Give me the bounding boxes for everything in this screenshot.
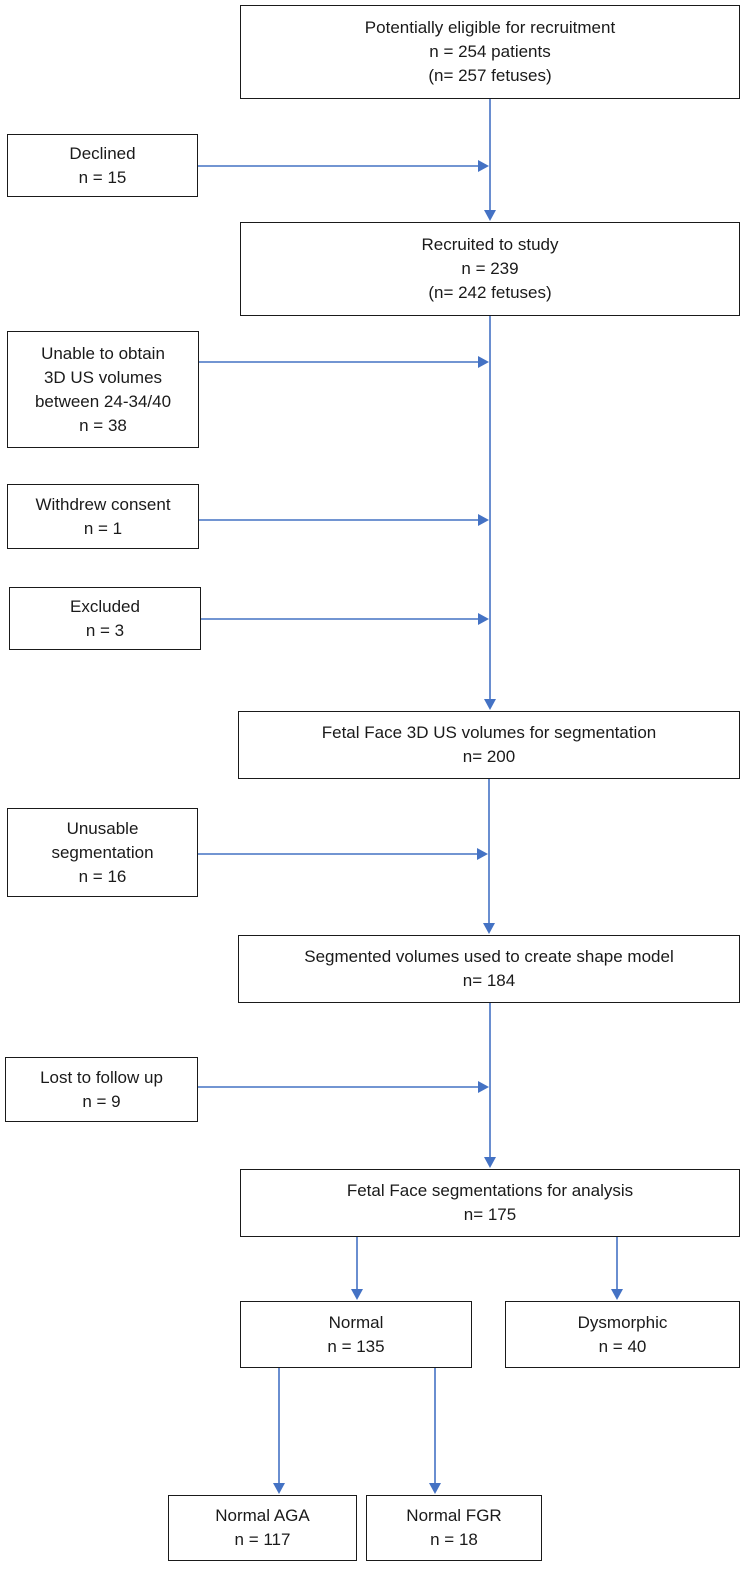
box-line: Normal AGA (215, 1506, 310, 1525)
arrowhead-b4 (478, 356, 489, 368)
box-line: Normal (328, 1312, 384, 1332)
box-line: Segmented volumes used to create shape m… (304, 947, 674, 966)
box-line: segmentation (51, 842, 154, 862)
box-line: Potentially eligible for recruitment (364, 18, 616, 37)
box-line: n = 40 (598, 1336, 647, 1356)
box-normal-aga: Normal AGA n = 117 (168, 1495, 357, 1561)
box-line: Normal FGR (406, 1506, 502, 1525)
box-line: Dysmorphic (577, 1312, 668, 1332)
box-dysmorphic: Dysmorphic n = 40 (505, 1301, 740, 1368)
box-line: n = 1 (83, 518, 123, 538)
box-unable-to-obtain: Unable to obtain 3D US volumes between 2… (7, 331, 199, 448)
arrowhead-b5 (478, 514, 489, 526)
box-volumes-for-segmentation: Fetal Face 3D US volumes for segmentatio… (238, 711, 740, 779)
box-line: Fetal Face 3D US volumes for segmentatio… (321, 723, 657, 742)
box-line: n = 18 (430, 1530, 478, 1549)
box-line: between 24-34/40 (34, 391, 172, 411)
box-line: n= 200 (462, 747, 516, 766)
box-line: Excluded (70, 596, 140, 616)
arrowhead-b2 (478, 160, 489, 172)
arrowhead-b11 (484, 1157, 496, 1168)
box-line: n = 9 (82, 1091, 121, 1111)
box-line: Withdrew consent (35, 494, 171, 514)
arrowhead-b3 (484, 210, 496, 221)
box-line: Lost to follow up (40, 1067, 163, 1087)
arrowhead-b8 (477, 848, 488, 860)
box-line: n= 175 (463, 1205, 517, 1224)
arrowhead-b14 (273, 1483, 285, 1494)
arrowhead-b7 (484, 699, 496, 710)
box-unusable-segmentation: Unusable segmentation n = 16 (7, 808, 198, 897)
box-line: n = 117 (234, 1530, 291, 1549)
box-line: Recruited to study (421, 235, 559, 254)
box-line: n = 135 (327, 1336, 385, 1356)
box-segmentations-for-analysis: Fetal Face segmentations for analysis n=… (240, 1169, 740, 1237)
box-declined: Declined n = 15 (7, 134, 198, 197)
arrowhead-b6 (478, 613, 489, 625)
arrowhead-b10 (478, 1081, 489, 1093)
box-lost-to-follow-up: Lost to follow up n = 9 (5, 1057, 198, 1122)
box-line: n = 15 (78, 167, 127, 187)
box-line: n = 3 (85, 620, 125, 640)
arrowhead-b9 (483, 923, 495, 934)
box-line: 3D US volumes (43, 367, 163, 387)
box-line: Fetal Face segmentations for analysis (346, 1181, 634, 1200)
box-withdrew-consent: Withdrew consent n = 1 (7, 484, 199, 549)
box-line: n = 16 (78, 866, 127, 886)
box-recruited: Recruited to study n = 239 (n= 242 fetus… (240, 222, 740, 316)
box-line: Unusable (66, 818, 139, 838)
arrowhead-b15 (429, 1483, 441, 1494)
box-normal-fgr: Normal FGR n = 18 (366, 1495, 542, 1561)
box-line: Declined (69, 143, 136, 163)
box-line: n = 38 (79, 415, 127, 435)
box-line: (n= 242 fetuses) (428, 283, 552, 302)
arrowhead-b12 (351, 1289, 363, 1300)
box-line: n = 254 patients (429, 42, 551, 61)
box-line: n= 184 (462, 971, 516, 990)
box-line: n = 239 (461, 259, 519, 278)
box-potentially-eligible: Potentially eligible for recruitment n =… (240, 5, 740, 99)
box-segmented-volumes: Segmented volumes used to create shape m… (238, 935, 740, 1003)
box-line: (n= 257 fetuses) (428, 66, 552, 85)
arrowhead-b13 (611, 1289, 623, 1300)
box-normal: Normal n = 135 (240, 1301, 472, 1368)
box-excluded: Excluded n = 3 (9, 587, 201, 650)
box-line: Unable to obtain (41, 343, 165, 363)
